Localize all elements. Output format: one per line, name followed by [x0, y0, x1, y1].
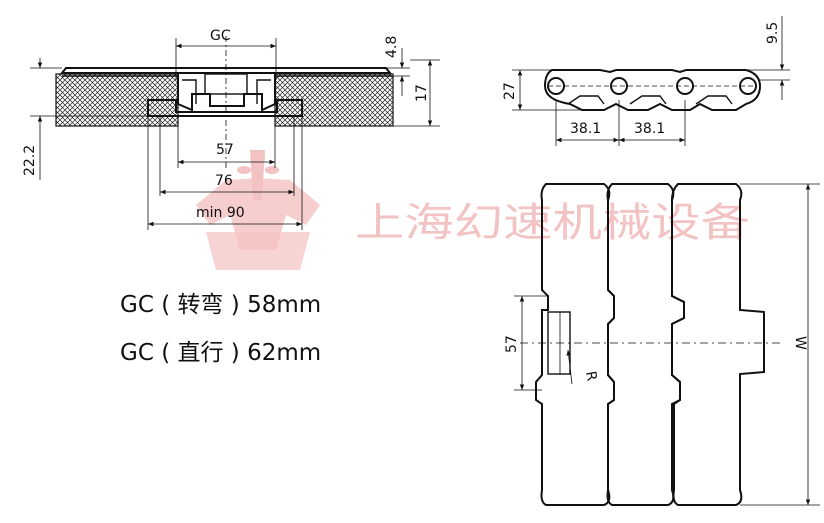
- dim-pitch-1: 38.1: [570, 121, 601, 137]
- dim-width: W: [792, 336, 808, 350]
- dim-side-57: 57: [504, 335, 520, 353]
- watermark-text: 上海幻速机械设备: [355, 200, 750, 246]
- pin-2: [610, 77, 628, 95]
- note-gc-straight: GC ( 直行 ) 62mm: [120, 340, 321, 366]
- dim-min90: min 90: [196, 205, 245, 221]
- note-gc-turn: GC ( 转弯 ) 58mm: [120, 292, 321, 318]
- dim-76: 76: [215, 173, 233, 189]
- chain-profile: [543, 69, 762, 111]
- watermark: 上海幻速机械设备: [196, 150, 750, 270]
- dim-4-8: 4.8: [384, 36, 400, 58]
- dim-gc: GC: [210, 28, 231, 44]
- dim-22-2: 22.2: [22, 145, 38, 176]
- dim-57: 57: [216, 142, 234, 158]
- dim-9-5: 9.5: [765, 22, 781, 44]
- dim-27: 27: [502, 82, 518, 100]
- plate-3: [671, 183, 765, 506]
- top-plate: [59, 67, 393, 74]
- section-view: GC 57 76 min 90 22.2 4.8 17: [22, 28, 440, 230]
- dim-radius: R: [582, 370, 599, 383]
- center-hinge: [177, 73, 276, 112]
- side-view: 38.1 38.1 27 9.5: [502, 16, 790, 146]
- top-view: R 57 W: [504, 183, 820, 506]
- dim-17: 17: [414, 84, 430, 102]
- guide-track: [147, 99, 303, 117]
- dim-pitch-2: 38.1: [634, 121, 665, 137]
